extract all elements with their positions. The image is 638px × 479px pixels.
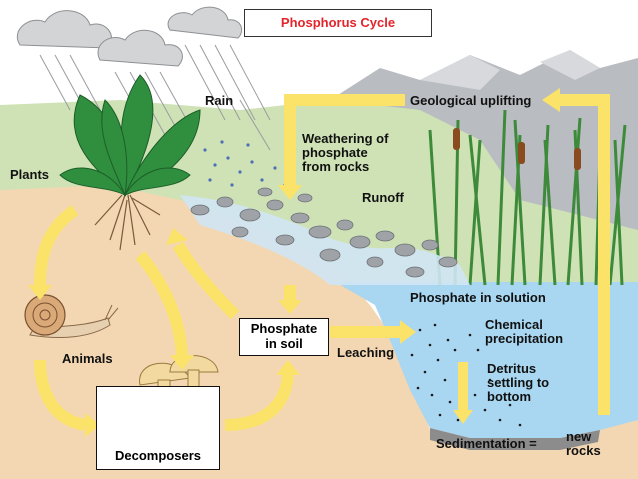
arrow-weathering — [284, 94, 405, 185]
arrow-plants-decomposers — [135, 251, 188, 356]
runoff-stream — [180, 187, 470, 285]
arrow-uplift — [560, 94, 610, 415]
arrow-decomposers-soil — [224, 374, 294, 431]
cycle-arrows — [34, 94, 610, 431]
label-runoff: Runoff — [362, 190, 404, 205]
arrow-soil-plants — [172, 241, 240, 320]
label-detritus: Detritus settling to bottom — [487, 361, 550, 404]
arrow-heads — [28, 88, 560, 437]
label-leaching: Leaching — [337, 345, 395, 360]
precipitation-particles — [410, 323, 522, 427]
label-decomposers: Decomposers — [115, 448, 201, 463]
label-animals: Animals — [62, 351, 113, 366]
arrow-animals-decomposers — [34, 359, 87, 431]
plant — [59, 74, 201, 251]
label-sedimentation: Sedimentation = — [436, 436, 537, 451]
label-rain: Rain — [205, 93, 234, 108]
arrow-plants-animals — [34, 205, 79, 286]
label-weathering: Weathering of phosphate from rocks — [302, 131, 389, 174]
cattail-heads — [453, 128, 581, 170]
decomposers-box: Decomposers — [96, 386, 220, 470]
label-phosphate-in-solution: Phosphate in solution — [410, 290, 546, 305]
label-geological-uplifting: Geological uplifting — [410, 93, 532, 108]
snail — [24, 294, 119, 339]
label-chemical-precipitation: Chemical precipitation — [485, 317, 564, 346]
pond-water — [335, 282, 638, 450]
diagram-title: Phosphorus Cycle — [244, 9, 432, 37]
label-new-rocks: new rocks — [566, 429, 601, 458]
rain-clouds — [17, 6, 243, 67]
label-plants: Plants — [10, 167, 50, 182]
label-phosphate-in-soil: Phosphate in soil — [239, 318, 329, 356]
